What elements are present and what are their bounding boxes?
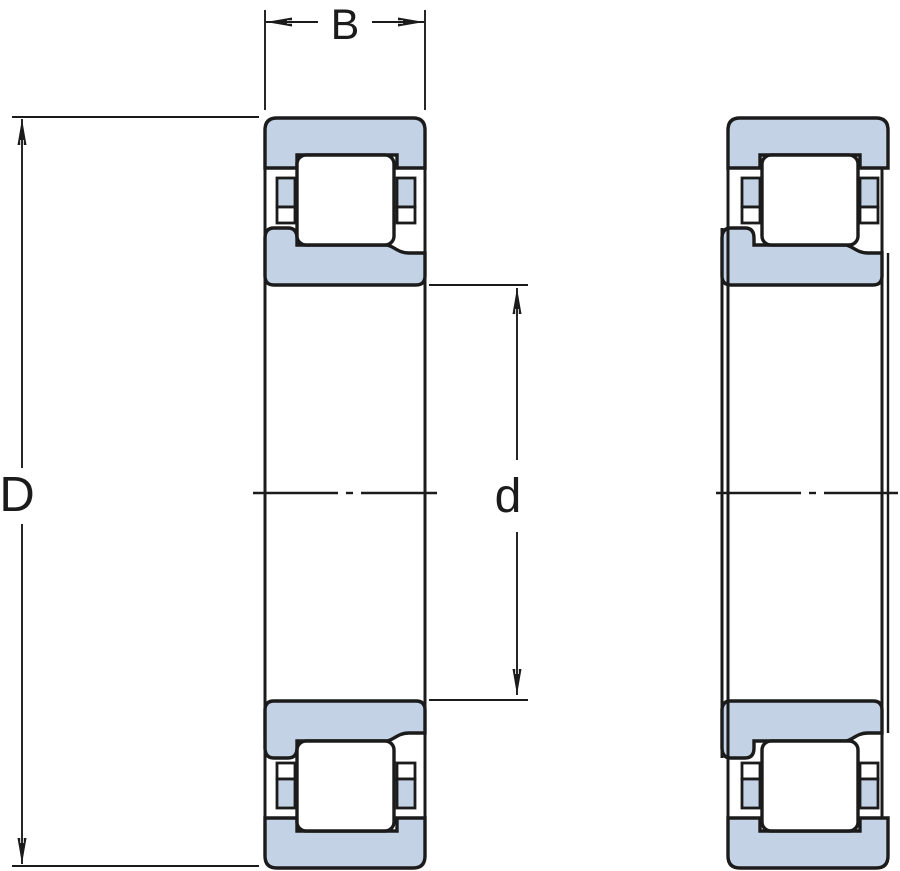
right-bearing-bottom-cage-bar-left	[740, 777, 762, 810]
dimension-outer-diameter-D: D	[0, 116, 259, 867]
dim-d-arrow-bottom	[512, 669, 522, 695]
dim-D-arrow-bottom	[17, 838, 27, 864]
left-bearing-bottom-cage-pocket-left	[275, 761, 297, 781]
dim-B-arrow-left	[266, 17, 292, 27]
left-bearing-top-cage-pocket-right	[395, 205, 417, 225]
dim-d-arrow-top	[512, 288, 522, 314]
dim-D-arrow-top	[17, 119, 27, 145]
left-bearing-top-outer-ring	[263, 116, 427, 170]
left-bearing-bottom-roller	[295, 739, 396, 833]
left-bearing-top-roller	[295, 153, 396, 247]
right-bearing-top-roller	[760, 153, 860, 247]
dimension-label-B: B	[331, 1, 360, 49]
dimension-width-B: B	[264, 1, 426, 110]
right-bearing-bottom-cage-pocket-left	[740, 761, 762, 781]
left-bearing-cross-section	[253, 116, 437, 870]
left-bearing-bottom-outer-ring	[263, 816, 427, 870]
left-bearing-top-cage-bar-left	[275, 176, 297, 209]
dimension-label-d: d	[495, 470, 522, 523]
left-bearing-bottom-cage-bar-right	[395, 777, 417, 810]
dimension-bore-diameter-d: d	[429, 284, 528, 701]
left-bearing-top-cage-pocket-left	[275, 205, 297, 225]
dimension-label-D: D	[0, 468, 35, 522]
right-bearing-top-cage-pocket-right	[858, 205, 880, 225]
left-bearing-bottom-cage-pocket-right	[395, 761, 417, 781]
right-bearing-bottom-cage-pocket-right	[858, 761, 880, 781]
right-bearing-top-cage-bar-left	[740, 176, 762, 209]
right-bearing-top-cage-bar-right	[858, 176, 880, 209]
right-bearing-top-cage-pocket-left	[740, 205, 762, 225]
right-bearing-top-outer-ring	[726, 116, 890, 170]
left-bearing-top-inner-ring	[263, 226, 427, 287]
right-bearing-cross-section	[716, 116, 898, 870]
right-bearing-top-inner-ring	[720, 226, 884, 287]
right-bearing-bottom-inner-ring	[720, 699, 884, 760]
right-bearing-bottom-roller	[760, 739, 860, 833]
left-bearing-bottom-inner-ring	[263, 699, 427, 760]
right-bearing-bottom-outer-ring	[726, 816, 890, 870]
left-bearing-top-cage-bar-right	[395, 176, 417, 209]
left-bearing-bottom-cage-bar-left	[275, 777, 297, 810]
dim-B-arrow-right	[398, 17, 424, 27]
right-bearing-bottom-cage-bar-right	[858, 777, 880, 810]
